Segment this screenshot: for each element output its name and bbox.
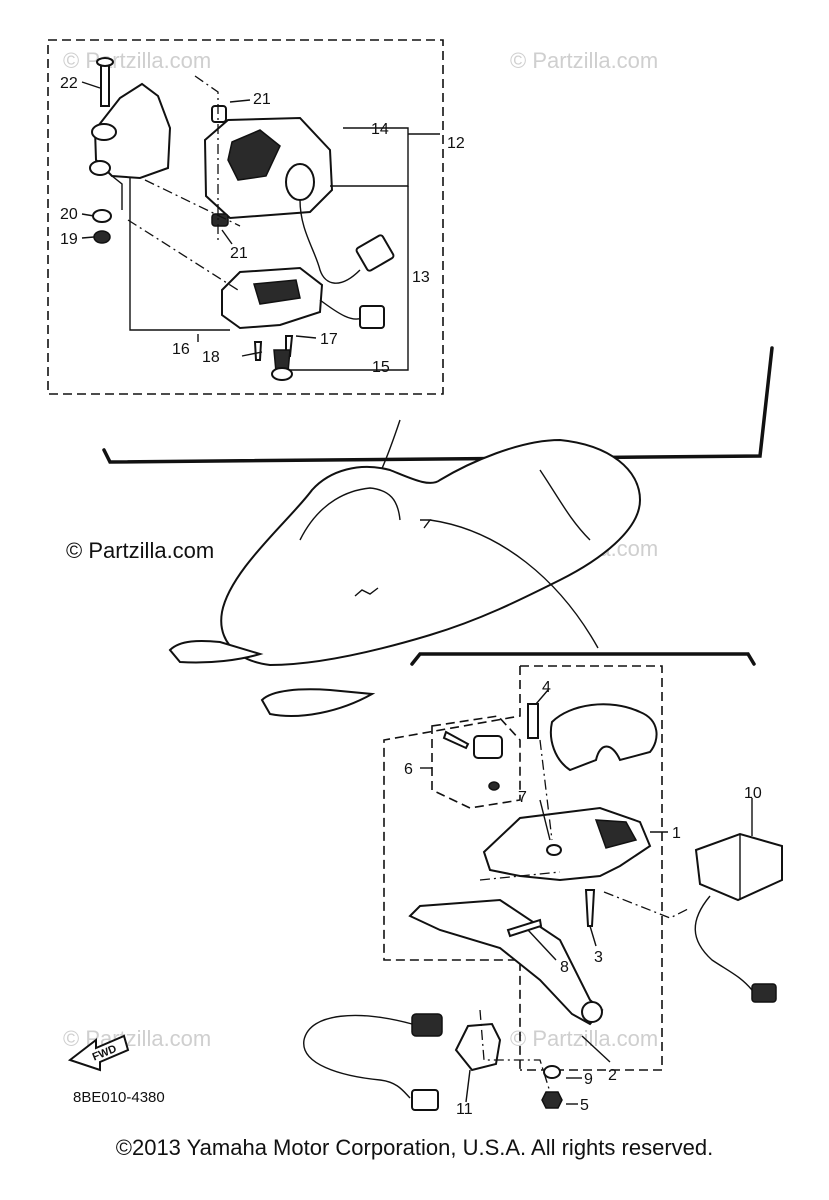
connector-14 <box>355 234 395 272</box>
connector-10 <box>751 983 777 1003</box>
screw-3 <box>584 889 596 927</box>
callout-19: 19 <box>60 231 78 248</box>
throttle-housing-upper <box>203 105 395 284</box>
nut-5 <box>541 1091 563 1109</box>
callout-12: 12 <box>447 135 465 152</box>
callout-21-bottom: 21 <box>230 245 248 262</box>
callout-4: 4 <box>542 679 551 696</box>
throttle-sensor-11 <box>454 1022 502 1072</box>
callout-20: 20 <box>60 206 78 223</box>
callout-1: 1 <box>672 825 681 842</box>
top-scope-curve <box>102 346 774 464</box>
callout-8: 8 <box>560 959 569 976</box>
lever-block-6 <box>473 735 503 759</box>
lever-bracket <box>482 806 652 882</box>
connector-11 <box>411 1089 439 1111</box>
washer-9 <box>543 1065 561 1079</box>
top-assembly-border <box>47 39 444 395</box>
callout-6: 6 <box>404 761 413 778</box>
bolt-22 <box>100 61 110 107</box>
bottom-assembly <box>303 665 783 1111</box>
bottom-scope-curve <box>410 652 756 666</box>
throttle-housing-lower <box>221 266 385 330</box>
callout-9: 9 <box>584 1071 593 1088</box>
throttle-lever <box>408 898 604 1026</box>
callout-11: 11 <box>456 1101 473 1118</box>
connector-16 <box>359 305 385 329</box>
callout-14: 14 <box>371 121 389 138</box>
sub-assembly-6-border <box>431 715 521 809</box>
lever-cover <box>550 703 658 772</box>
nut-20 <box>92 209 112 223</box>
screw-18 <box>253 341 263 361</box>
ski-left <box>168 640 264 664</box>
mounting-bracket <box>89 57 172 210</box>
callout-5: 5 <box>580 1097 589 1114</box>
callout-18: 18 <box>202 349 220 366</box>
callout-21-top: 21 <box>253 91 271 108</box>
callout-7: 7 <box>518 789 527 806</box>
diagram-code: 8BE010-4380 <box>73 1089 165 1106</box>
bottom-assembly-border-right <box>520 665 663 1071</box>
switch-10 <box>694 832 783 902</box>
screw-21-top <box>211 105 227 123</box>
bottom-assembly-border-left <box>383 666 521 1070</box>
ski-right <box>260 688 376 717</box>
callout-10: 10 <box>744 785 762 802</box>
callout-2: 2 <box>608 1067 617 1084</box>
top-assembly <box>47 39 444 395</box>
callout-13: 13 <box>412 269 430 286</box>
screw-8 <box>506 918 543 938</box>
snowmobile-body <box>220 438 642 667</box>
watermark-top-right: © Partzilla.com <box>510 48 658 73</box>
callout-17: 17 <box>320 331 338 348</box>
callout-16: 16 <box>172 341 190 358</box>
callout-3: 3 <box>594 949 603 966</box>
watermark-mid-left: © Partzilla.com <box>66 538 214 563</box>
screw-21-bottom <box>211 213 229 227</box>
snowmobile-overview <box>102 346 774 717</box>
copyright-notice: ©2013 Yamaha Motor Corporation, U.S.A. A… <box>115 1135 714 1160</box>
bolt-4 <box>527 703 539 739</box>
callout-22: 22 <box>60 75 78 92</box>
nut-19 <box>93 230 111 244</box>
watermark-top-left: © Partzilla.com <box>63 48 211 73</box>
callout-15: 15 <box>372 359 390 376</box>
